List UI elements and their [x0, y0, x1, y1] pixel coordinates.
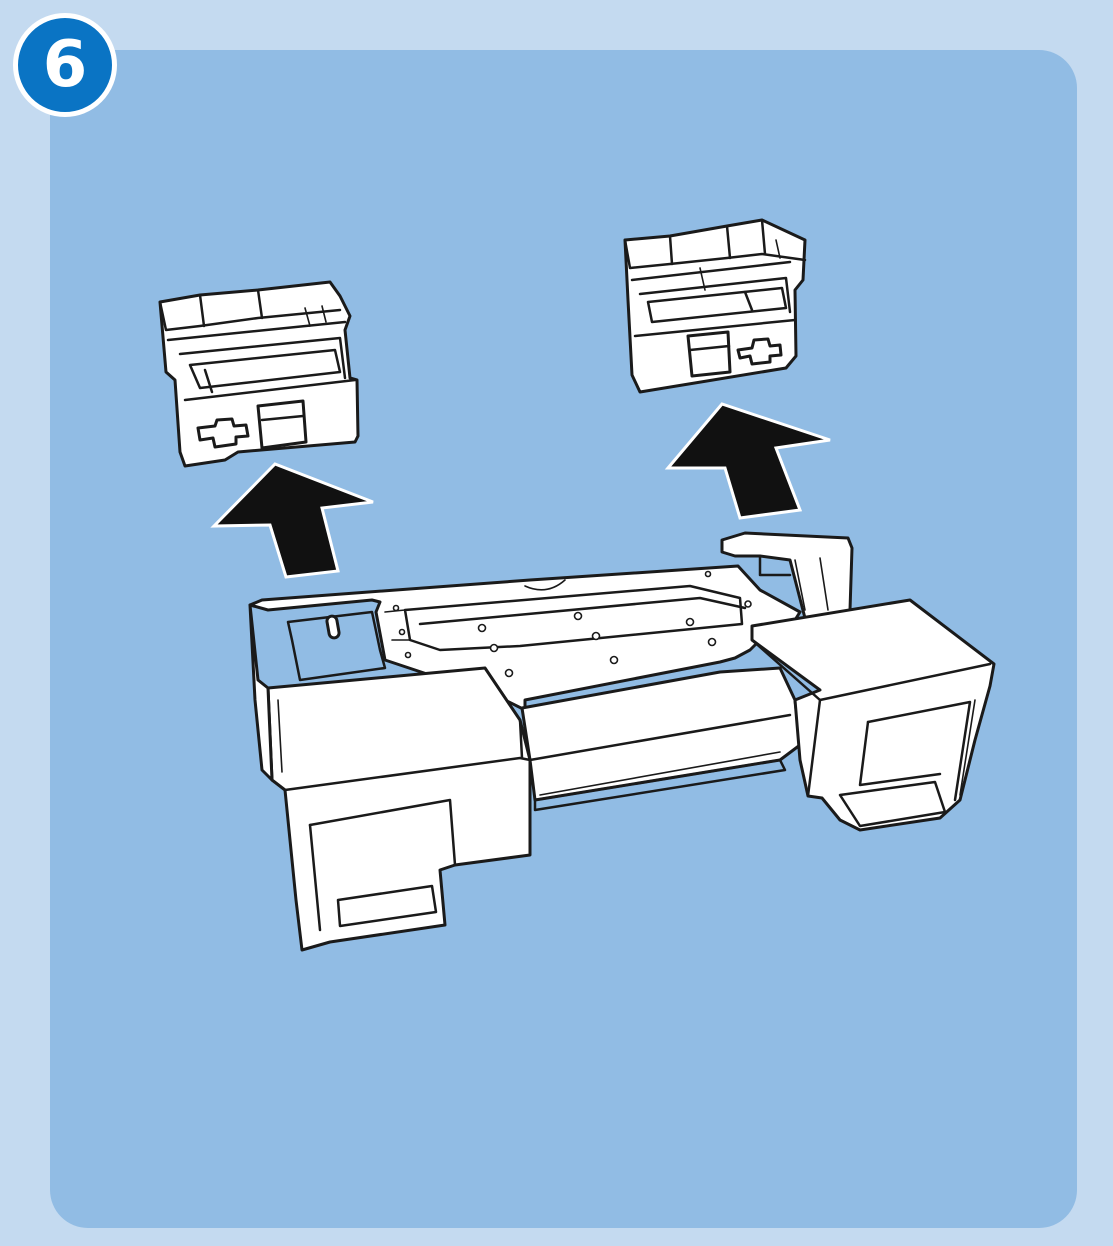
step-number-badge: 6 — [13, 13, 117, 117]
printer-left-front-block — [268, 668, 530, 950]
packing-insert-left — [160, 282, 358, 466]
packing-insert-right — [625, 220, 805, 392]
lift-arrow-right — [668, 404, 830, 518]
step-number: 6 — [43, 33, 88, 97]
lift-arrow-left — [214, 464, 373, 577]
power-button-icon — [326, 615, 340, 638]
printer — [250, 533, 994, 950]
